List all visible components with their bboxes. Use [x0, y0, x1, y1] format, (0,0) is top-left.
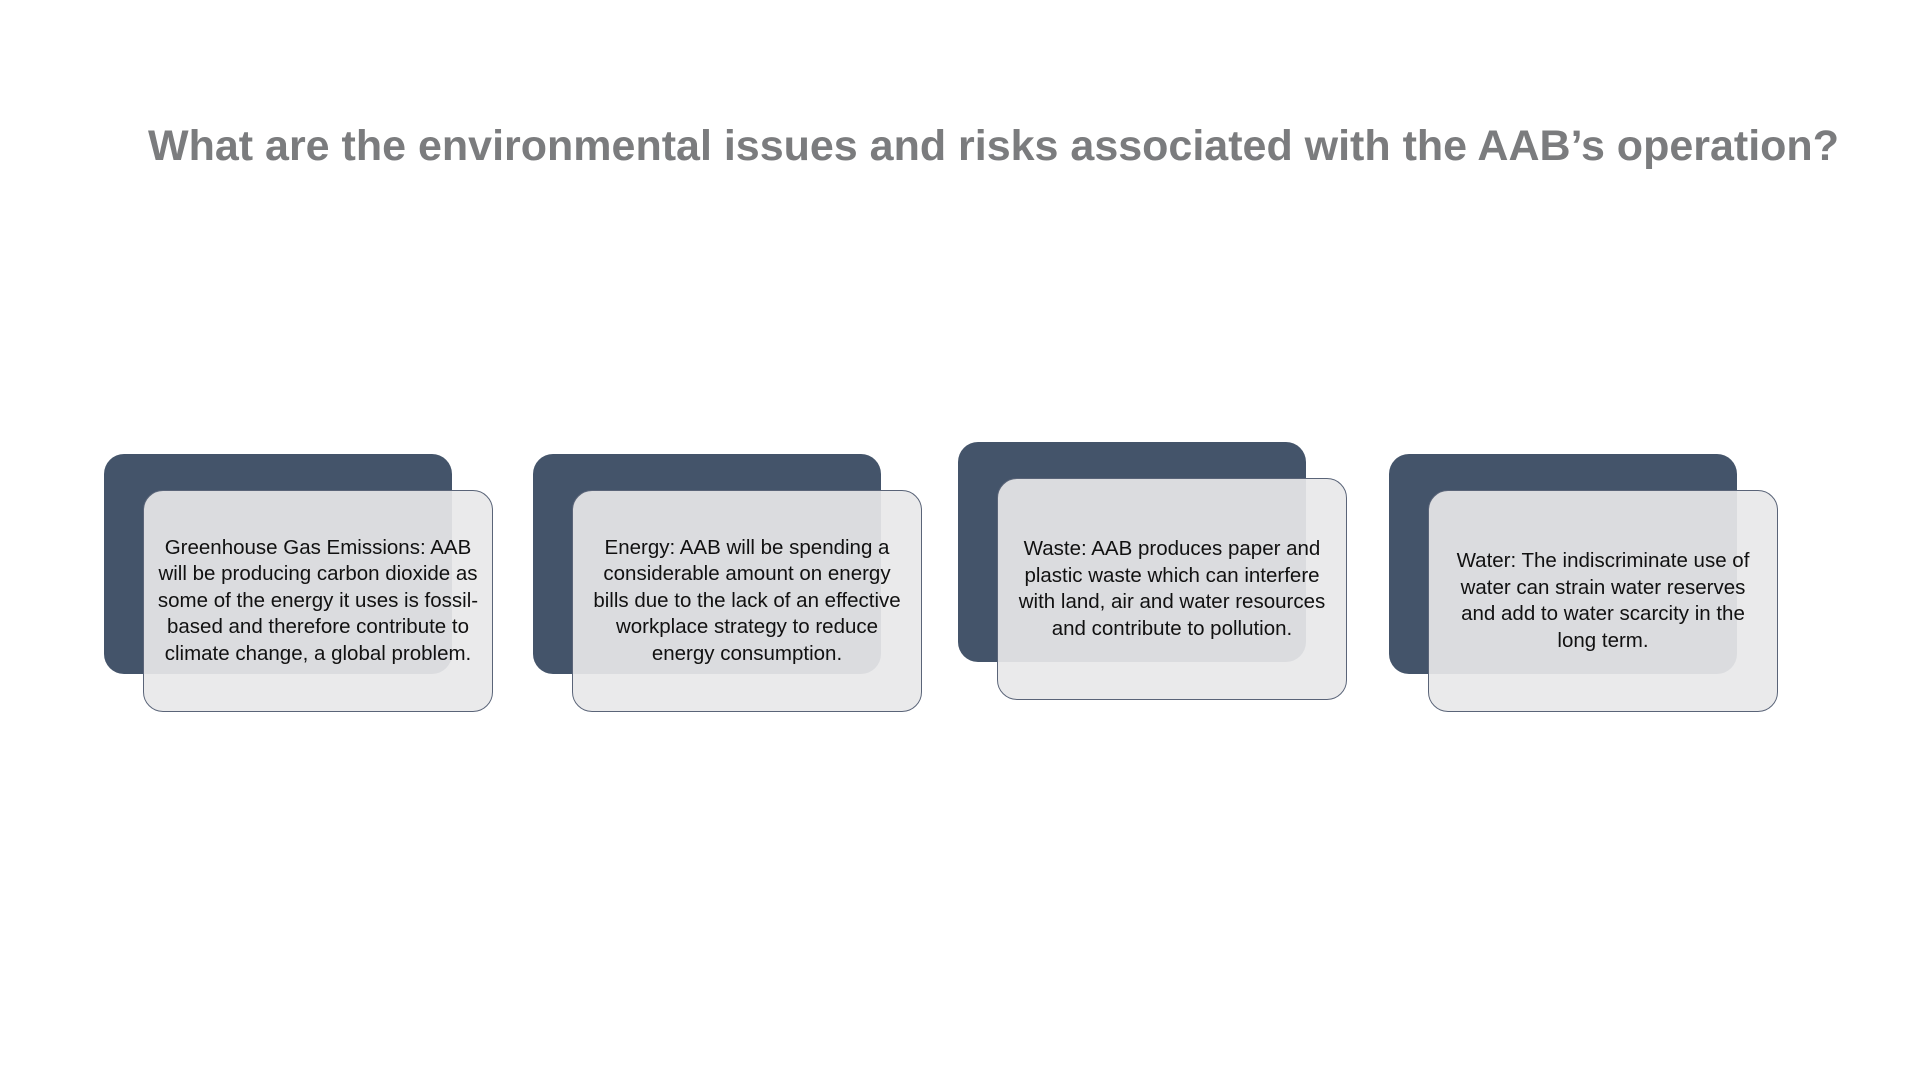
card-front-panel: Energy: AAB will be spending a considera… [572, 490, 922, 712]
card-front-panel: Water: The indiscriminate use of water c… [1428, 490, 1778, 712]
card-text: Greenhouse Gas Emissions: AAB will be pr… [157, 535, 479, 665]
slide-title: What are the environmental issues and ri… [148, 122, 1839, 170]
card-front-panel: Waste: AAB produces paper and plastic wa… [997, 478, 1347, 700]
card-text: Water: The indiscriminate use of water c… [1456, 549, 1750, 652]
card-text: Energy: AAB will be spending a considera… [593, 535, 901, 665]
card-text: Waste: AAB produces paper and plastic wa… [1018, 537, 1326, 640]
card-front-panel: Greenhouse Gas Emissions: AAB will be pr… [143, 490, 493, 712]
